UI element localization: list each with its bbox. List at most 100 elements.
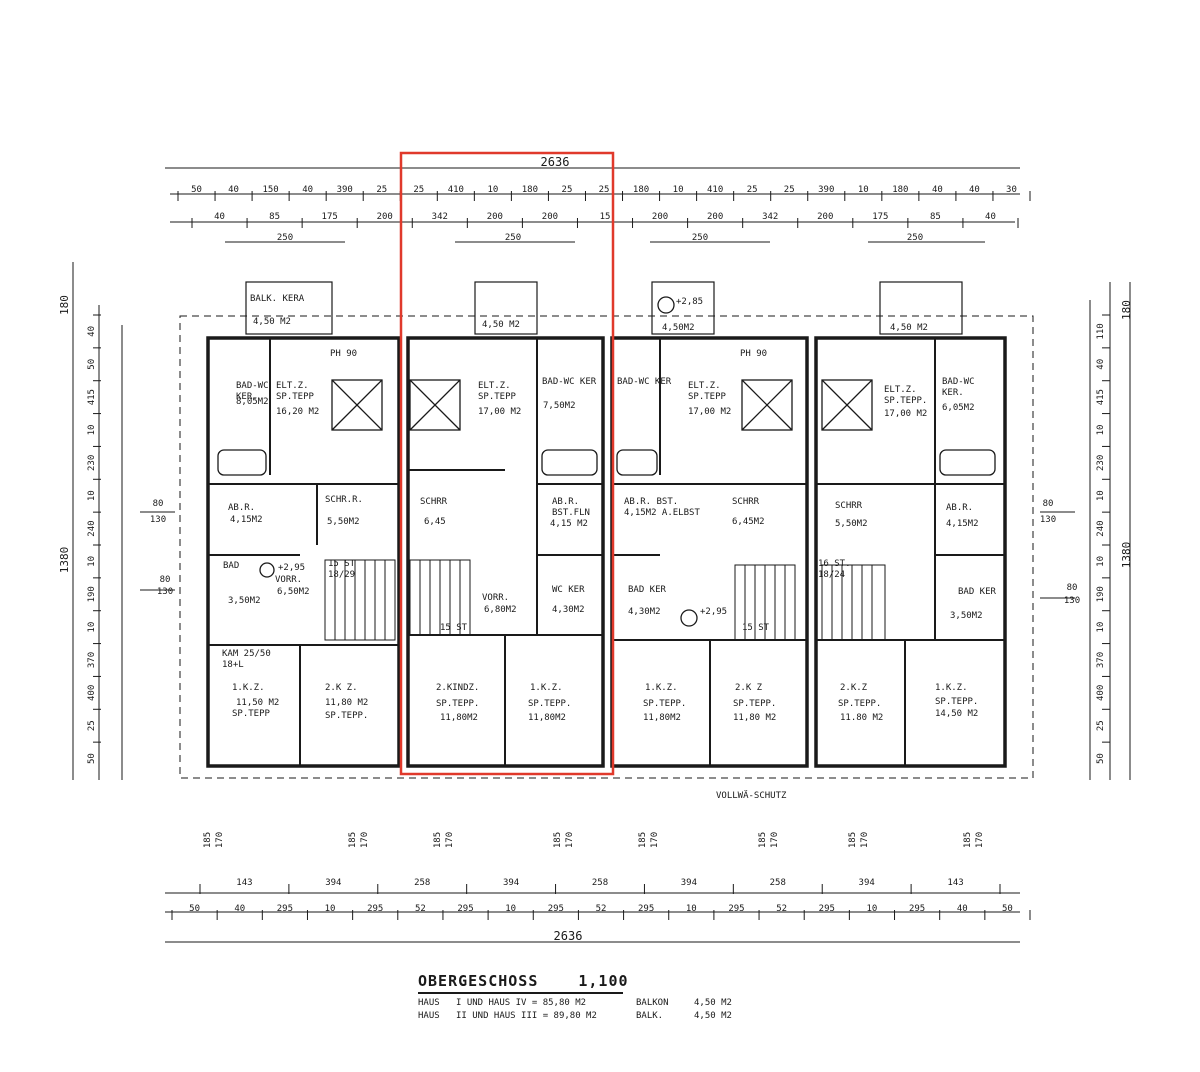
bottom-vertical-dimension: 185 (433, 832, 443, 848)
room-label-h3-wardrobe-area: 6,45M2 (732, 517, 765, 527)
room-label-h3-parents: ELT.Z. (688, 381, 721, 391)
top-dimension: 25 (413, 185, 424, 195)
bottom-vertical-dimension: 185 (638, 832, 648, 848)
room-label-h3-level: +2,85 (676, 297, 703, 307)
room-label-h4-steps: 16 ST. (818, 559, 851, 569)
top-dimension: 25 (376, 185, 387, 195)
right-side-dimension: 80 (1043, 499, 1054, 509)
room-label-h3-bath: BAD-WC KER (617, 377, 672, 387)
bottom-dimension: 50 (1002, 904, 1013, 914)
room-label-h2-child1: 1.K.Z. (530, 683, 563, 693)
bottom-dimension: 52 (415, 904, 426, 914)
room-label-h2-child1-floor: SP.TEPP. (528, 699, 571, 709)
stairs (324, 559, 886, 641)
balcony-label: BALK. (636, 1011, 664, 1021)
top-dimension: 40 (214, 212, 225, 222)
left-dimension: 190 (87, 586, 97, 602)
right-dimension: 10 (1096, 556, 1106, 567)
room-label-h4-bath: KER. (942, 388, 964, 398)
room-label-h2-balcony-area: 4,50 M2 (482, 320, 520, 330)
bottom-dimension: 295 (548, 904, 564, 914)
bottom-vertical-dimension: 170 (650, 832, 660, 848)
level-markers (259, 296, 698, 627)
balcony-label: BALKON (636, 998, 669, 1008)
room-label-h2-hall: VORR. (482, 593, 509, 603)
house-2-highlight (399, 151, 615, 776)
top-dimension: 250 (907, 233, 923, 243)
left-dimension: 240 (87, 520, 97, 536)
room-label-h3-wardrobe: SCHRR (732, 497, 760, 507)
room-label-h1-storage: AB.R. (228, 503, 255, 513)
top-dimension: 175 (872, 212, 888, 222)
top-dimension: 85 (269, 212, 280, 222)
room-label-h3-child2: 2.K Z (735, 683, 763, 693)
area-value: II UND HAUS III = 89,80 M2 (456, 1011, 597, 1021)
room-label-h4-wardrobe: SCHRR (835, 501, 863, 511)
room-label-h3-bath2-area: 4,30M2 (628, 607, 661, 617)
room-label-h2-wardrobe-area: 6,45 (424, 517, 446, 527)
room-label-h1-child2-floor: SP.TEPP. (325, 711, 368, 721)
top-dimension: 40 (969, 185, 980, 195)
room-label-h2-child2-area: 11,80M2 (440, 713, 478, 723)
right-dimension: 10 (1096, 622, 1106, 633)
top-dimension: 15 (600, 212, 611, 222)
left-dimension: 50 (87, 753, 97, 764)
bottom-vertical-dimension: 170 (215, 832, 225, 848)
right-side-dimension: 130 (1040, 515, 1056, 525)
room-label-h3-rail: VOLLWÄ-SCHUTZ (716, 790, 787, 801)
bottom-dimension: 10 (686, 904, 697, 914)
top-dimension: 150 (262, 185, 278, 195)
room-label-h3-ph: PH 90 (740, 349, 767, 359)
top-dimension: 200 (817, 212, 833, 222)
left-dimension: 400 (87, 685, 97, 701)
left-side-dimension: 80 (160, 575, 171, 585)
top-dimension: 390 (337, 185, 353, 195)
room-label-h1-steps: 18/29 (328, 570, 355, 580)
bottom-dimension: 295 (367, 904, 383, 914)
room-label-h2-parents: SP.TEPP (478, 392, 517, 402)
room-label-h1-child2-area: 11,80 M2 (325, 698, 368, 708)
room-label-h4-child1-area: 14,50 M2 (935, 709, 978, 719)
title-name: OBERGESCHOSS (418, 972, 539, 990)
bottom-vertical-dimension: 185 (553, 832, 563, 848)
left-dimension: 10 (87, 425, 97, 436)
top-dimension: 25 (599, 185, 610, 195)
room-label-h2-parents: ELT.Z. (478, 381, 511, 391)
top-dimension: 180 (892, 185, 908, 195)
room-label-h4-child1: 1.K.Z. (935, 683, 968, 693)
bottom-vertical-dimension: 170 (565, 832, 575, 848)
right-dimension: 400 (1096, 685, 1106, 701)
left-dimension: 415 (87, 389, 97, 405)
room-label-h4-parents-area: 17,00 M2 (884, 409, 927, 419)
room-label-h4-parents: ELT.Z. (884, 385, 917, 395)
left-dimension: 25 (87, 720, 97, 731)
room-label-h2-steps: 15 ST (440, 623, 468, 633)
area-label: HAUS (418, 998, 440, 1008)
room-label-h4-storage: AB.R. (946, 503, 973, 513)
bottom-vertical-dimension: 170 (360, 832, 370, 848)
room-label-h1-hall: VORR. (275, 575, 302, 585)
top-dimension: 250 (277, 233, 293, 243)
top-dimension: 10 (487, 185, 498, 195)
area-row-1: HAUS I UND HAUS IV = 85,80 M2 BALKON 4,5… (418, 997, 778, 1010)
bottom-dimension: 40 (234, 904, 245, 914)
room-label-h3-storage: 4,15M2 A.ELBST (624, 508, 700, 518)
top-dimension: 390 (818, 185, 834, 195)
bottom-dimension: 295 (277, 904, 293, 914)
area-value: I UND HAUS IV = 85,80 M2 (456, 998, 587, 1008)
title-block: OBERGESCHOSS 1,100 HAUS I UND HAUS IV = … (418, 972, 778, 1023)
left-side-dimension: 130 (157, 587, 173, 597)
bottom-vertical-dimension: 170 (860, 832, 870, 848)
top-dimension: 40 (302, 185, 313, 195)
bathtubs (217, 449, 996, 476)
area-label: HAUS (418, 1011, 440, 1021)
right-side-dimension: 130 (1064, 596, 1080, 606)
right-dimension: 10 (1096, 425, 1106, 436)
room-label-h1-wardrobe: SCHR.R. (325, 495, 363, 505)
bottom-dimension: 10 (505, 904, 516, 914)
bottom-vertical-dimension: 185 (348, 832, 358, 848)
top-dimension: 410 (448, 185, 464, 195)
balcony-value: 4,50 M2 (694, 998, 732, 1008)
